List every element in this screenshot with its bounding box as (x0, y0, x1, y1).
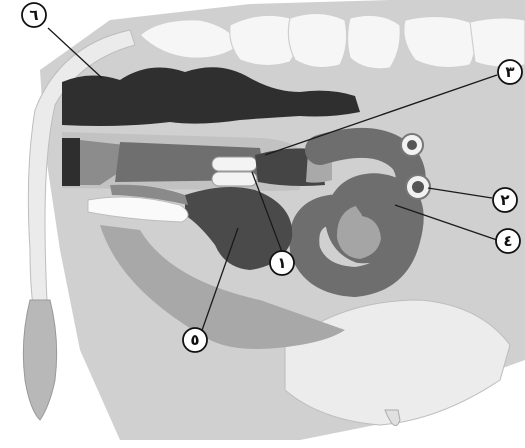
callout-5-text: ٥ (190, 331, 199, 349)
callout-2-text: ٢ (500, 191, 509, 209)
vulva (62, 138, 80, 186)
callout-4: ٤ (496, 229, 520, 253)
ovary-upper (401, 134, 423, 156)
callout-2: ٢ (493, 188, 517, 212)
tail-switch (23, 300, 56, 420)
callout-5: ٥ (183, 328, 207, 352)
callout-3: ٣ (498, 60, 522, 84)
callout-1-text: ١ (277, 254, 286, 272)
callout-1: ١ (270, 251, 294, 275)
callout-6: ٦ (22, 3, 46, 27)
ovary-lower (406, 175, 430, 199)
callout-4-text: ٤ (503, 232, 512, 250)
callout-6-text: ٦ (29, 6, 38, 24)
callout-3-text: ٣ (505, 63, 514, 81)
